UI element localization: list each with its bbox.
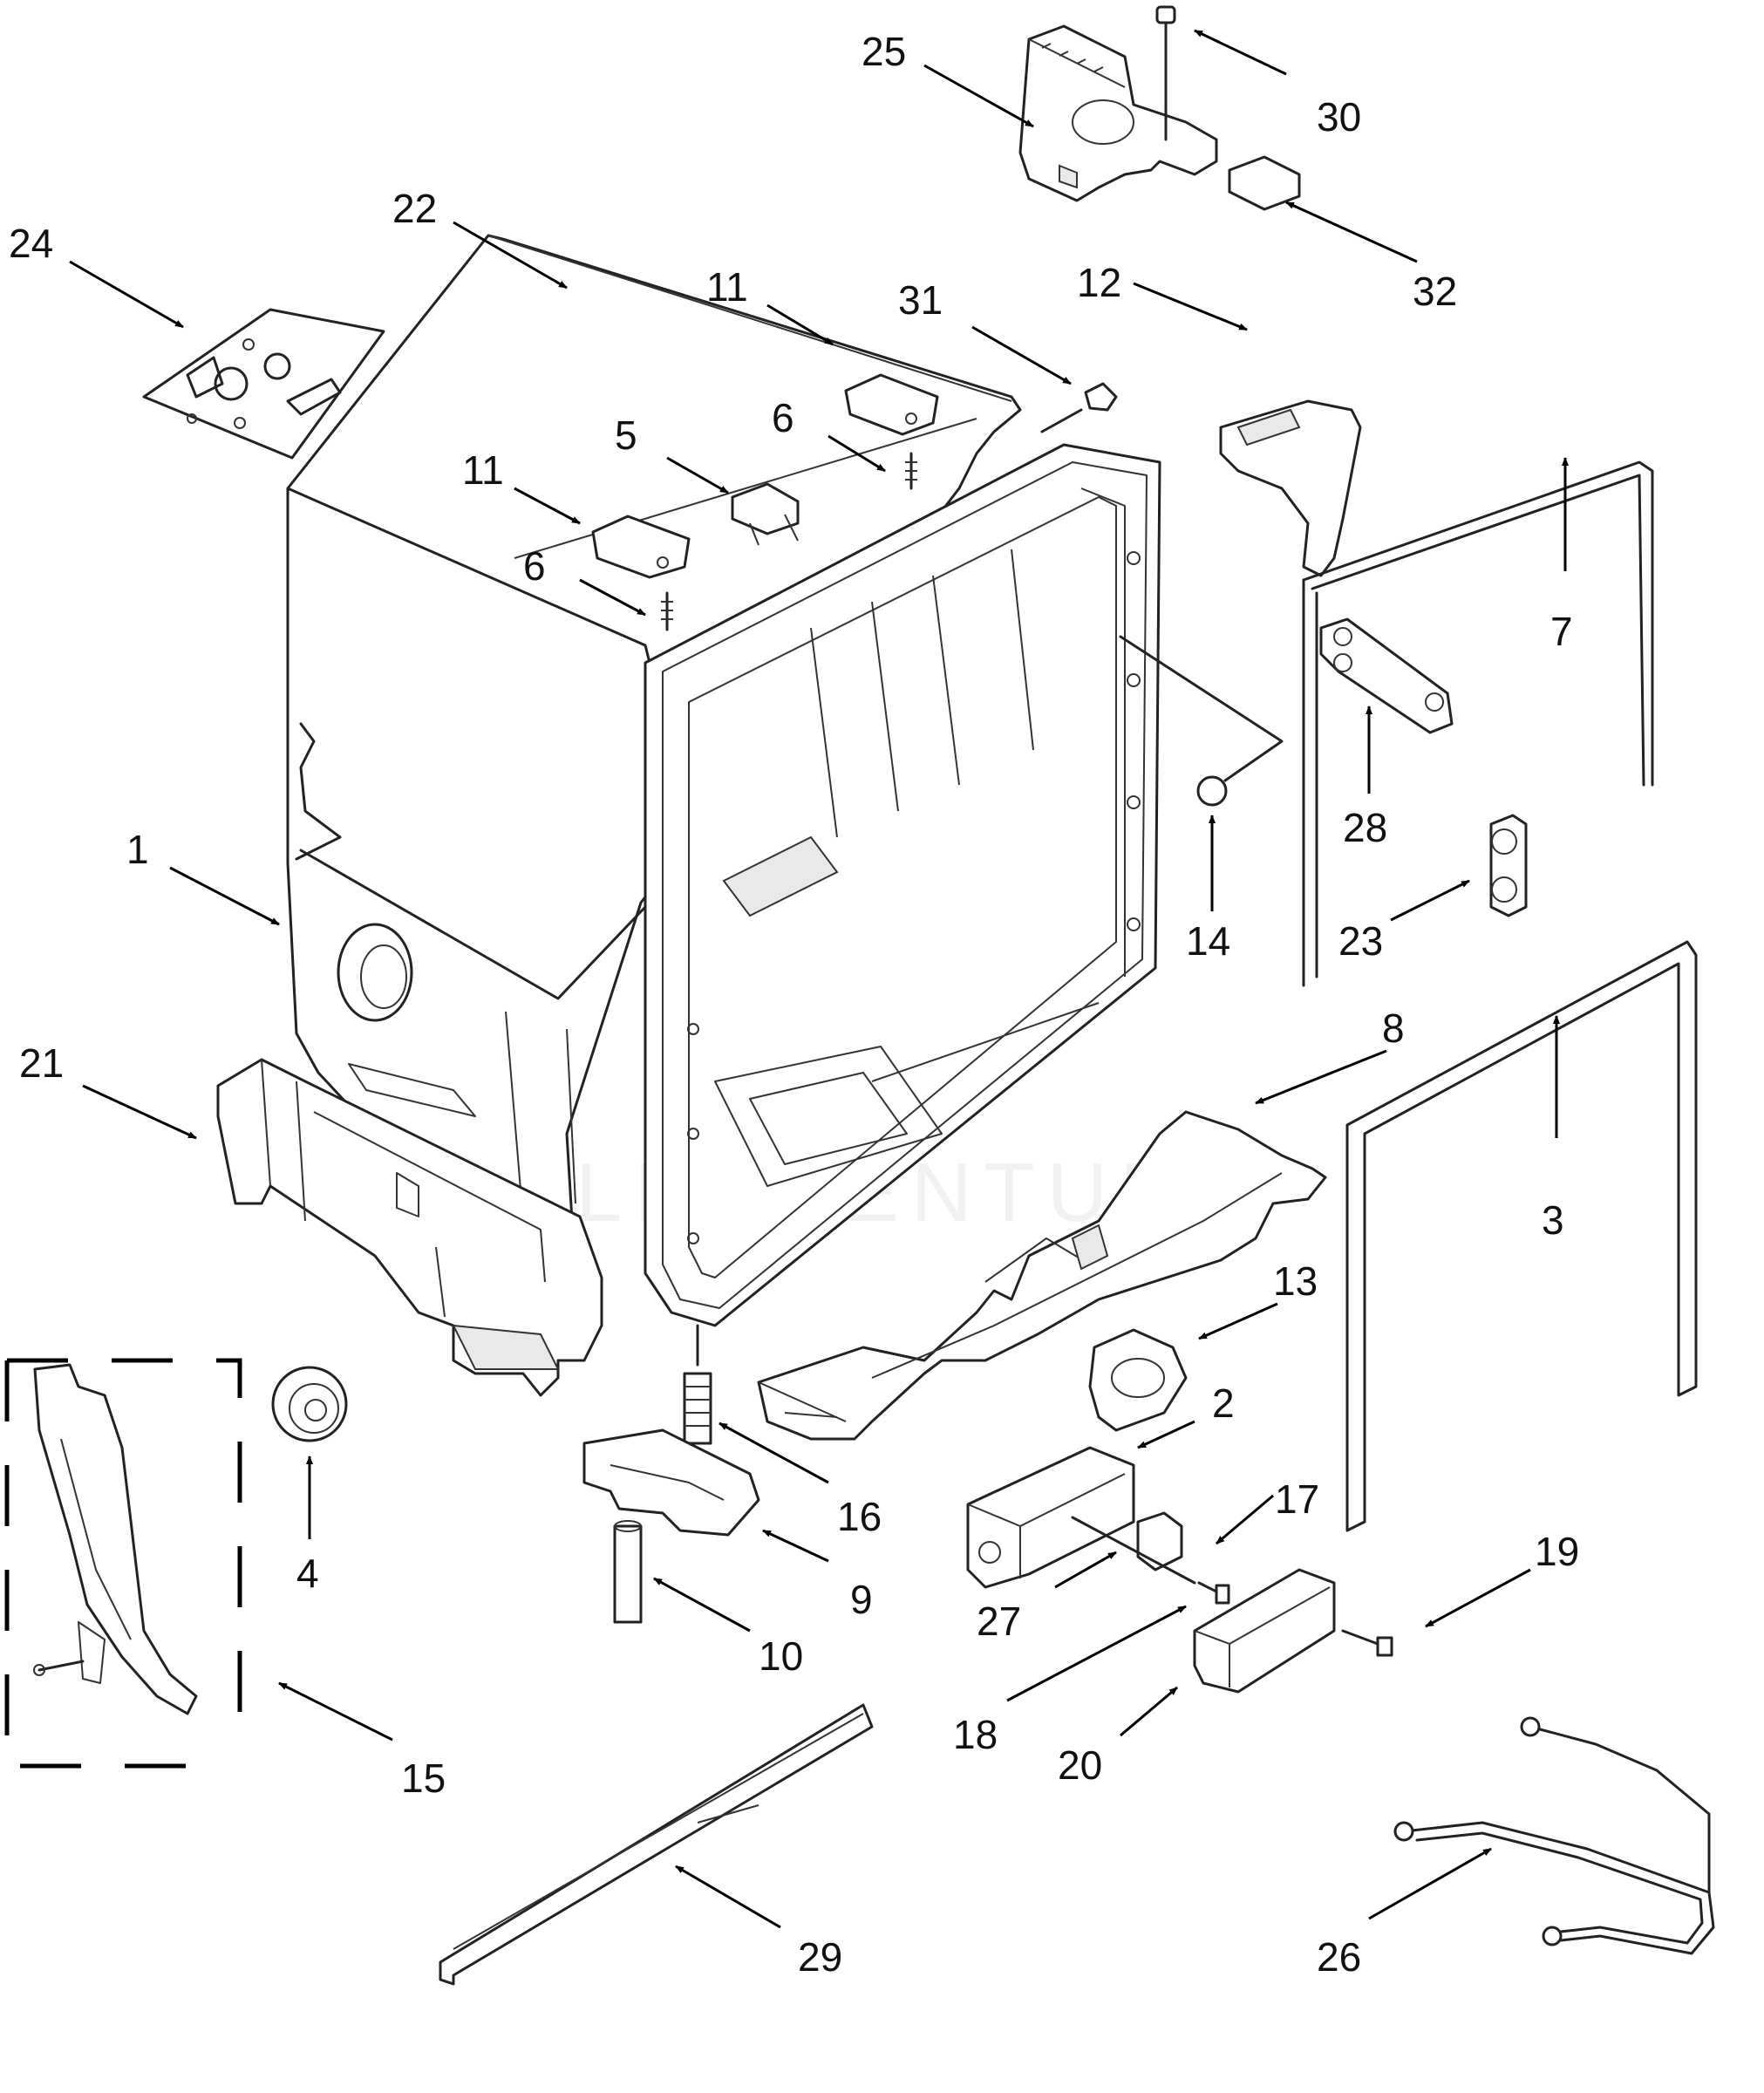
- leader-25: [923, 64, 1034, 128]
- part-16-drawing: [683, 1324, 712, 1445]
- bracket-5-drawing: [731, 482, 800, 546]
- clip-31-drawing: [1040, 382, 1118, 433]
- part-28-drawing: [1319, 617, 1454, 734]
- leader-9: [762, 1529, 829, 1563]
- callout-31: 31: [898, 277, 943, 323]
- leader-12: [1133, 282, 1248, 331]
- callout-6-lower: 6: [523, 543, 546, 589]
- callout-12: 12: [1077, 260, 1121, 305]
- callout-11-upper: 11: [706, 264, 748, 310]
- vent-assembly-drawing: [1018, 24, 1218, 202]
- leader-10: [653, 1577, 751, 1633]
- callout-23: 23: [1338, 918, 1383, 964]
- callout-29: 29: [798, 1934, 842, 1980]
- housing-2-drawing: [966, 1446, 1135, 1589]
- callout-10: 10: [759, 1633, 803, 1679]
- leader-13: [1198, 1302, 1278, 1340]
- callout-9: 9: [850, 1577, 873, 1622]
- leader-30: [1194, 29, 1287, 76]
- callout-14: 14: [1186, 918, 1230, 964]
- leader-16: [719, 1421, 829, 1484]
- gasket-3-drawing: [1345, 940, 1698, 1532]
- plug-14-drawing: [1119, 635, 1284, 807]
- callout-8: 8: [1382, 1006, 1405, 1051]
- callout-21: 21: [19, 1040, 64, 1086]
- callout-27: 27: [977, 1599, 1021, 1644]
- leader-32: [1285, 201, 1418, 263]
- callout-7: 7: [1550, 609, 1573, 654]
- screw-18-drawing: [1197, 1581, 1230, 1605]
- callout-13: 13: [1273, 1258, 1318, 1304]
- leader-20: [1120, 1686, 1178, 1737]
- callout-1: 1: [126, 827, 149, 872]
- part-17-drawing: [1071, 1511, 1196, 1585]
- cover-20-drawing: [1193, 1568, 1336, 1694]
- callout-4: 4: [296, 1551, 319, 1596]
- gasket-7-drawing: [1302, 460, 1654, 987]
- callout-24: 24: [9, 221, 53, 266]
- screw-6-lower-drawing: [661, 591, 673, 631]
- leader-18: [1006, 1605, 1187, 1702]
- part-9-drawing: [582, 1428, 760, 1537]
- leader-29: [675, 1865, 781, 1929]
- leader-27: [1054, 1551, 1117, 1589]
- callout-25: 25: [862, 29, 906, 74]
- callout-15: 15: [401, 1756, 446, 1801]
- base-rear-drawing: [757, 1110, 1327, 1441]
- part-10-drawing: [613, 1520, 643, 1624]
- leader-11-lower: [514, 487, 581, 525]
- part-12-drawing: [1219, 399, 1362, 577]
- callout-26: 26: [1317, 1934, 1361, 1980]
- callout-16: 16: [837, 1494, 882, 1539]
- leader-21: [82, 1084, 197, 1140]
- callout-20: 20: [1058, 1742, 1102, 1788]
- callout-3: 3: [1542, 1197, 1564, 1243]
- leader-lines: [69, 29, 1569, 1929]
- callout-32: 32: [1413, 269, 1457, 314]
- clip-32-drawing: [1228, 155, 1301, 211]
- screw-30-drawing: [1155, 5, 1176, 141]
- base-frame-drawing: [216, 1058, 603, 1397]
- bracket-11-upper-drawing: [844, 373, 939, 436]
- callout-labels: 1 2 3 4 5 6 6 7 8 9 10 11 11 12 13 14 15…: [9, 29, 1579, 1980]
- leader-6-upper: [828, 434, 886, 473]
- leader-2: [1137, 1420, 1195, 1449]
- callout-19: 19: [1535, 1529, 1579, 1574]
- callout-11-lower: 11: [462, 447, 504, 493]
- leader-1: [169, 866, 280, 926]
- part-13-drawing: [1088, 1328, 1188, 1432]
- leader-24: [69, 260, 184, 329]
- leader-22: [453, 221, 568, 290]
- tub-frame-drawing: [644, 443, 1161, 1327]
- kit-15-drawing: [4, 1358, 242, 1769]
- leader-19: [1425, 1568, 1531, 1628]
- callout-30: 30: [1317, 94, 1361, 140]
- callout-22: 22: [392, 186, 437, 231]
- hose-26-drawing: [1393, 1716, 1715, 1955]
- leader-23: [1390, 879, 1470, 922]
- leader-17: [1216, 1494, 1274, 1545]
- leader-8: [1255, 1049, 1387, 1105]
- leader-31: [971, 325, 1072, 385]
- bracket-11-lower-drawing: [591, 515, 691, 579]
- rail-29-drawing: [439, 1703, 874, 1986]
- callout-5: 5: [615, 412, 637, 458]
- screw-6-upper-drawing: [905, 452, 917, 490]
- callout-17: 17: [1275, 1476, 1319, 1522]
- part-23-drawing: [1489, 814, 1528, 917]
- hardware-bag-drawing: [142, 308, 385, 460]
- part-4-drawing: [271, 1366, 348, 1442]
- leader-15: [278, 1681, 393, 1742]
- leader-6-lower: [579, 578, 646, 617]
- screw-19-drawing: [1341, 1629, 1393, 1657]
- callout-2: 2: [1212, 1381, 1235, 1426]
- leader-26: [1368, 1847, 1492, 1920]
- callout-6-upper: 6: [772, 395, 794, 440]
- leader-5: [666, 456, 729, 494]
- callout-18: 18: [953, 1712, 998, 1757]
- leader-11-upper: [766, 303, 834, 346]
- callout-28: 28: [1343, 805, 1387, 850]
